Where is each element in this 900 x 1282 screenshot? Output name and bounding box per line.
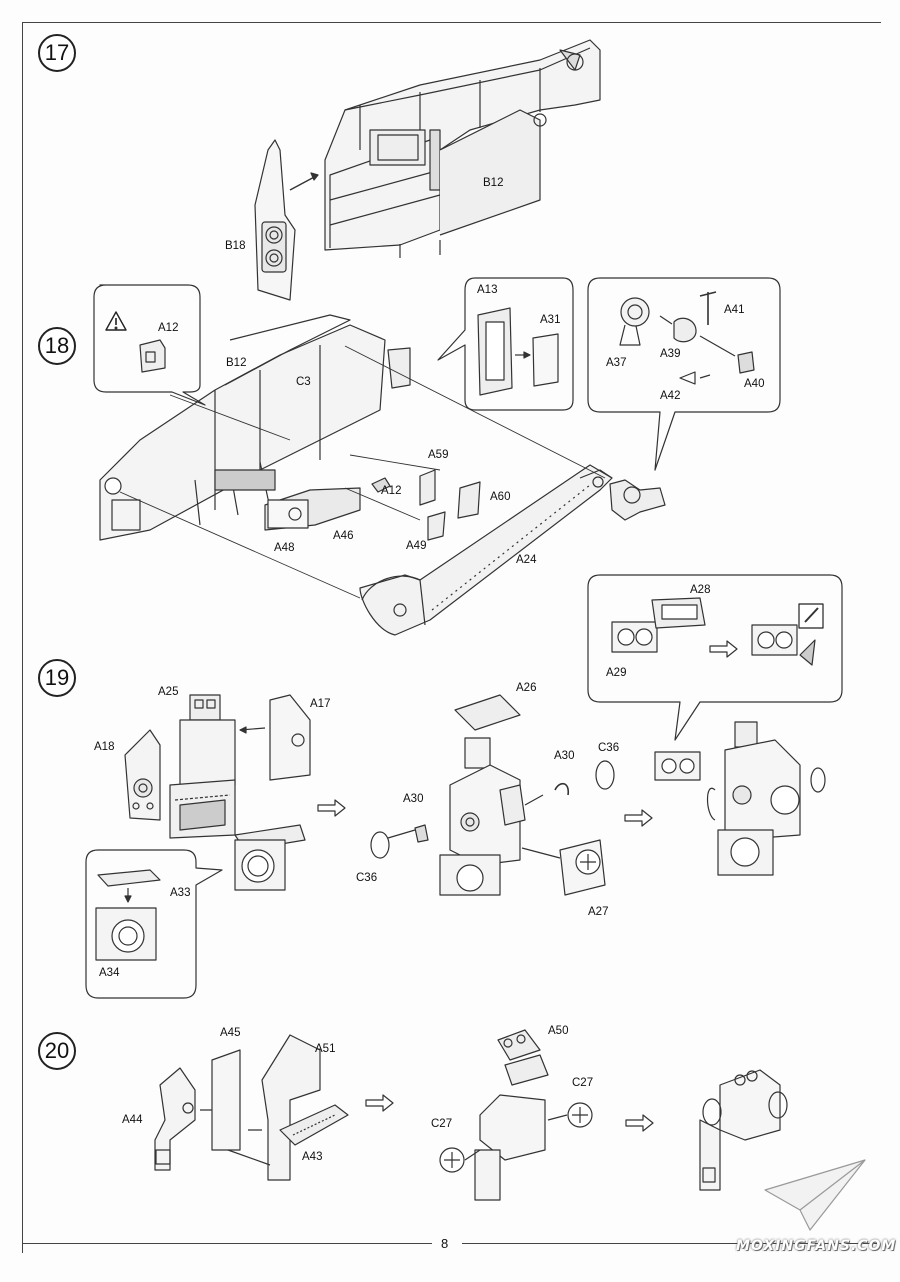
watermark-text: MOXINGFANS.COM [736, 1238, 897, 1254]
step17-boom-b12 [324, 39, 601, 258]
footer-rule-right [462, 1243, 880, 1244]
page-frame [22, 22, 881, 1253]
part-label-a43: A43 [302, 1151, 323, 1163]
step20-left-assembly [154, 1034, 349, 1181]
step18-warning-callout [93, 284, 206, 406]
part-label-c27-right: C27 [572, 1077, 594, 1089]
step-17-number: 17 [38, 34, 76, 72]
part-label-a13: A13 [477, 284, 498, 296]
part-label-c27-left: C27 [431, 1118, 453, 1130]
part-label-c3: C3 [296, 376, 311, 388]
part-label-a51: A51 [315, 1043, 336, 1055]
footer-rule-left [22, 1243, 432, 1244]
part-label-a49: A49 [406, 540, 427, 552]
paint-brush-icon [798, 603, 824, 629]
part-label-a17: A17 [310, 698, 331, 710]
part-label-a24: A24 [516, 554, 537, 566]
part-label-b18: B18 [225, 240, 246, 252]
part-label-a37: A37 [606, 357, 627, 369]
part-label-a45: A45 [220, 1027, 241, 1039]
step19-middle-assembly [370, 694, 615, 896]
part-label-a46: A46 [333, 530, 354, 542]
step19-a28-callout [587, 574, 843, 741]
part-label-a48: A48 [274, 542, 295, 554]
part-label-b12: B12 [483, 177, 504, 189]
step19-final-assembly [654, 721, 826, 876]
part-label-a28: A28 [690, 584, 711, 596]
part-label-a25: A25 [158, 686, 179, 698]
part-label-a18: A18 [94, 741, 115, 753]
step19-a33-callout [85, 849, 223, 999]
part-label-c36-right: C36 [598, 742, 620, 754]
step20-final-assembly [699, 1069, 788, 1191]
part-label-c36-left: C36 [356, 872, 378, 884]
step19-arrows [317, 640, 738, 827]
part-label-a34: A34 [99, 967, 120, 979]
part-label-a59: A59 [428, 449, 449, 461]
step18-frame-assembly [99, 314, 666, 636]
part-label-a29: A29 [606, 667, 627, 679]
step-19-number: 19 [38, 659, 76, 697]
step20-arrows [365, 1094, 654, 1132]
step18-a13-callout [437, 277, 574, 411]
part-label-a26: A26 [516, 682, 537, 694]
step-20-number: 20 [38, 1032, 76, 1070]
part-label-a41: A41 [724, 304, 745, 316]
part-label-a44: A44 [122, 1114, 143, 1126]
part-label-a12: A12 [381, 485, 402, 497]
part-label-a50: A50 [548, 1025, 569, 1037]
page-number: 8 [441, 1236, 449, 1251]
part-label-a42: A42 [660, 390, 681, 402]
part-label-a33: A33 [170, 887, 191, 899]
part-label-a31: A31 [540, 314, 561, 326]
watermark-plane-logo [764, 1159, 866, 1231]
part-label-a12-callout: A12 [158, 322, 179, 334]
part-label-a40: A40 [744, 378, 765, 390]
step18-lamp-callout [587, 277, 781, 471]
part-label-a30-left: A30 [403, 793, 424, 805]
part-label-a39: A39 [660, 348, 681, 360]
part-label-b12-step18: B12 [226, 357, 247, 369]
part-label-a60: A60 [490, 491, 511, 503]
step-18-number: 18 [38, 327, 76, 365]
part-label-a27: A27 [588, 906, 609, 918]
step17-plate-b18 [254, 139, 319, 301]
step19-left-assembly [124, 694, 311, 891]
part-label-a30-right: A30 [554, 750, 575, 762]
step20-middle-assembly [439, 1029, 593, 1201]
